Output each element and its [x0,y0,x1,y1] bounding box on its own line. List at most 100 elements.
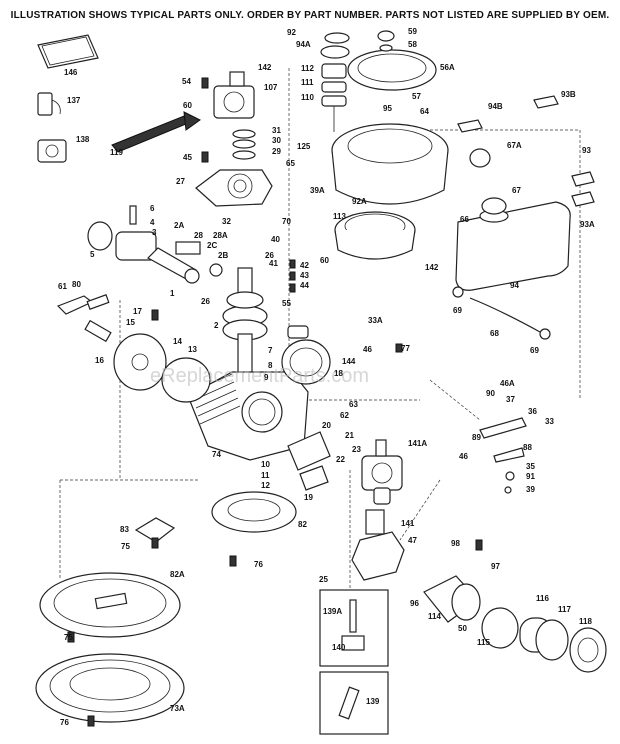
part-number-label-66: 66 [460,215,469,224]
part-number-label-26: 26 [201,297,210,306]
part-number-label-68: 68 [490,329,499,338]
part-number-label-6: 6 [150,204,155,213]
part-number-label-59: 59 [408,27,417,36]
part-number-label-35: 35 [526,462,535,471]
part-number-label-139A: 139A [323,607,342,616]
part-number-label-27: 27 [176,177,185,186]
part-141-intake [351,509,405,581]
part-number-label-41: 41 [269,259,278,268]
part-number-label-76: 76 [254,560,263,569]
part-number-label-20: 20 [322,421,331,430]
part-number-label-14: 14 [173,337,182,346]
part-number-label-117: 117 [558,605,571,614]
part-146-pad [37,34,99,69]
part-number-label-146: 146 [64,68,78,77]
part-number-label-33: 33 [545,417,554,426]
part-number-label-125: 125 [297,142,311,151]
part-138-bracket [37,139,67,163]
part-number-label-110: 110 [301,93,314,102]
part-number-label-140: 140 [332,643,346,652]
governor-linkage [479,417,527,494]
part-number-label-94: 94 [510,281,519,290]
part-number-label-111: 111 [301,78,314,87]
part-14-plate [113,333,211,403]
part-number-label-18: 18 [334,369,343,378]
part-number-label-142: 142 [258,63,272,72]
part-number-label-94B: 94B [488,102,503,111]
part-number-label-142: 142 [425,263,439,272]
part-94-fuel-tank [455,148,571,291]
part-number-label-28: 28 [194,231,203,240]
part-number-label-15: 15 [126,318,135,327]
part-number-label-61: 61 [58,282,67,291]
part-number-label-74: 74 [212,450,221,459]
part-number-label-67: 67 [512,186,521,195]
part-64-blower-housing [331,123,449,205]
part-number-label-25: 25 [319,575,328,584]
part-number-label-141A: 141A [408,439,427,448]
part-number-label-98: 98 [451,539,460,548]
part-number-label-4: 4 [150,218,155,227]
part-number-label-46A: 46A [500,379,515,388]
part-number-label-46: 46 [363,345,372,354]
part-number-label-2B: 2B [218,251,228,260]
part-number-label-30: 30 [272,136,281,145]
part-73A-disc [35,653,185,723]
part-number-label-54: 54 [182,77,191,86]
part-number-label-19: 19 [304,493,313,502]
part-number-label-36: 36 [528,407,537,416]
part-number-label-16: 16 [95,356,104,365]
part-number-label-114: 114 [428,612,441,621]
part-number-label-33A: 33A [368,316,383,325]
part-144-starter [281,325,331,385]
part-number-label-75: 75 [64,633,73,642]
part-number-label-46: 46 [459,452,468,461]
part-number-label-144: 144 [342,357,356,366]
part-20-gasket [287,431,331,491]
part-number-label-138: 138 [76,135,90,144]
part-number-label-43: 43 [300,271,309,280]
part-27-housing [195,169,273,207]
part-number-label-91: 91 [526,472,535,481]
part-number-label-31: 31 [272,126,281,135]
part-number-label-82: 82 [298,520,307,529]
dashed-guides [59,68,581,600]
part-68-fuel-line [452,286,551,340]
part-92A-screen [334,211,416,260]
part-number-label-69: 69 [530,346,539,355]
part-number-label-94A: 94A [296,40,311,49]
air-filter-parts [481,607,607,673]
part-141A-carburetor [361,439,403,505]
watermark: eReplacementParts.com [150,365,369,387]
part-number-label-141: 141 [401,519,415,528]
part-number-label-80: 80 [72,280,81,289]
part-number-label-139: 139 [366,697,380,706]
part-number-label-58: 58 [408,40,417,49]
part-number-label-137: 137 [67,96,81,105]
part-number-label-17: 17 [133,307,142,316]
rings-29-31 [232,129,256,160]
part-number-label-64: 64 [420,107,429,116]
part-number-label-97: 97 [491,562,500,571]
bolts [67,77,483,727]
flywheel-stack [320,32,350,132]
diagram-header: ILLUSTRATION SHOWS TYPICAL PARTS ONLY. O… [10,10,610,21]
part-number-label-113: 113 [333,212,346,221]
part-number-label-92A: 92A [352,197,367,206]
labels-93-93B [457,95,595,207]
part-number-label-90: 90 [486,389,495,398]
part-number-label-8: 8 [268,361,273,370]
part-number-label-32: 32 [222,217,231,226]
part-number-label-69: 69 [453,306,462,315]
part-number-label-93: 93 [582,146,591,155]
part-number-label-93A: 93A [580,220,595,229]
part-number-label-119: 119 [110,148,123,157]
part-number-label-92: 92 [287,28,296,37]
inset-boxes [319,589,389,735]
part-number-label-12: 12 [261,481,270,490]
part-number-label-13: 13 [188,345,197,354]
part-82-gasket [211,491,297,533]
part-number-label-3: 3 [152,228,157,237]
part-number-label-118: 118 [579,617,592,626]
part-number-label-73A: 73A [170,704,185,713]
